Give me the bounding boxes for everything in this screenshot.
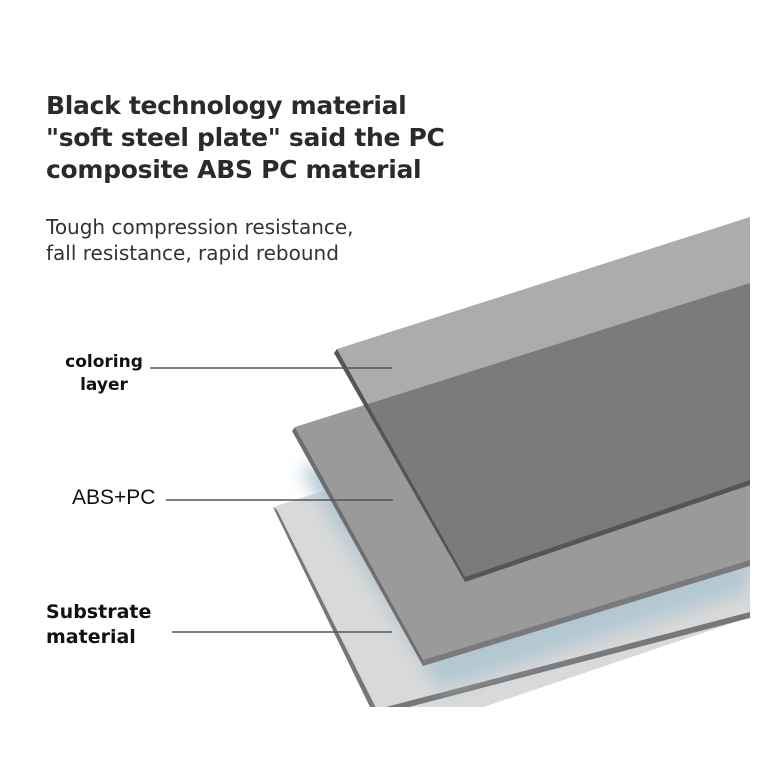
coloring-plate-edge xyxy=(334,349,465,582)
title-line: composite ABS PC material xyxy=(46,155,422,184)
title-line: Black technology material xyxy=(46,91,407,120)
title-line: "soft steel plate" said the PC xyxy=(46,123,445,152)
abs-pc-plate-bottom-edge xyxy=(423,560,750,666)
subtitle-line: Tough compression resistance, xyxy=(46,215,354,239)
page-title: Black technology material "soft steel pl… xyxy=(46,90,445,186)
label-line: layer xyxy=(80,375,128,395)
label-line: ABS+PC xyxy=(72,486,156,509)
substrate-plate-bottom-edge xyxy=(386,612,750,707)
label-line: coloring xyxy=(65,352,143,372)
subtitle-line: fall resistance, rapid rebound xyxy=(46,241,339,265)
abs-pc-label: ABS+PC xyxy=(72,486,155,509)
substrate-plate-edge xyxy=(273,507,376,707)
subtitle: Tough compression resistance, fall resis… xyxy=(46,214,354,266)
abs-pc-plate-edge xyxy=(292,427,423,666)
label-line: material xyxy=(46,626,136,648)
coloring-plate-bottom-edge xyxy=(465,480,750,582)
coloring-layer-label: coloring layer xyxy=(58,351,150,397)
substrate-label: Substrate material xyxy=(46,600,151,650)
label-line: Substrate xyxy=(46,601,152,623)
coloring-plate-overlap xyxy=(368,283,750,577)
